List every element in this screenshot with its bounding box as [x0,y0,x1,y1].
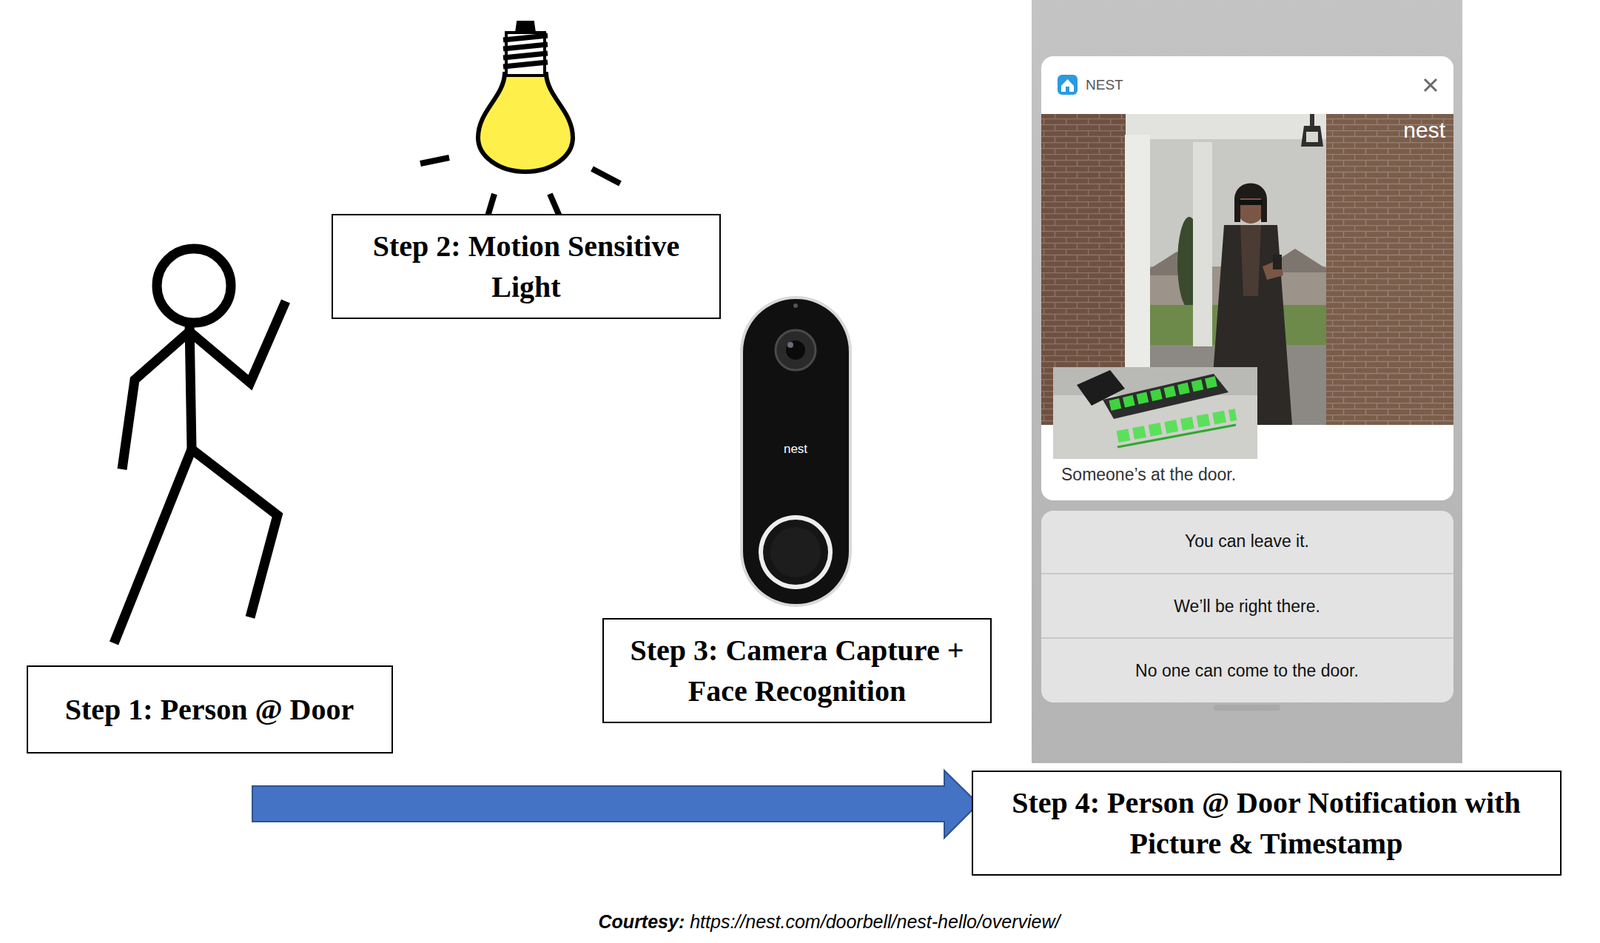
credit-line: Courtesy:https://nest.com/doorbell/nest-… [598,911,1066,933]
brand-logo: nest [783,441,808,457]
phone-screenshot-part [1061,79,1074,92]
doorbell-camera [740,296,852,607]
source-url: https://nest.com/doorbell/nest-hello/ove… [689,911,1060,933]
flow-arrow-part [252,770,979,838]
stick-figure-part [122,331,190,470]
timestamp-stamp-part [1110,380,1220,406]
process-box: Step 2: Motion Sensitive Light [331,213,721,319]
phone-screenshot-part [1041,510,1454,703]
light-bulb-part [516,22,535,33]
step-label: Step 4: Person @ Door Notification with … [990,782,1543,864]
watermark: nest [1403,117,1446,143]
timestamp-stamp-part [1117,424,1236,447]
doorstep-photo-part [1306,131,1319,143]
doorbell-camera-part [770,526,821,578]
light-bulb-part [420,157,621,217]
credit-label: Courtesy: [598,911,686,933]
stick-figure-part [189,301,286,383]
app-name: NEST [1085,76,1124,94]
phone-screenshot-part [1031,0,1463,763]
doorbell-camera-part [793,303,798,308]
doorstep-photo-part [1301,125,1324,147]
phone-screenshot-part [1057,74,1078,95]
timestamp-stamp-part [1053,367,1258,459]
reply-option: You can leave it. [1184,531,1310,552]
stick-figure-part [191,449,278,618]
flow-arrow [252,770,979,838]
timestamp-stamp-part [1117,414,1236,437]
phone-screenshot [1031,0,1463,763]
process-box: Step 4: Person @ Door Notification with … [971,770,1562,876]
phone-screenshot-part [1424,79,1437,92]
doorbell-camera-part [762,519,829,585]
stick-figure-part [113,449,192,644]
step-label: Step 3: Camera Capture + Face Recognitio… [618,629,976,712]
doorstep-photo-part [1192,142,1213,347]
doorstep-photo-part [1041,113,1454,425]
light-bulb [420,22,621,217]
doorbell-camera-part [740,296,852,607]
doorstep-photo-part [1234,183,1267,223]
notification-text: Someone’s at the door. [1061,464,1236,485]
phone-screenshot-part [1041,573,1454,638]
doorbell-camera-part [775,330,816,371]
doorbell-camera-part [758,515,833,590]
doorbell-camera-part [743,298,849,604]
phone-screenshot-part [1213,704,1281,711]
doorstep-photo-part [1309,113,1315,126]
doorbell-camera-part [785,340,806,360]
doorstep-photo-part [1238,199,1263,205]
reply-option: We’ll be right there. [1173,596,1321,617]
stick-figure [113,248,286,644]
reply-option: No one can come to the door. [1135,660,1359,681]
doorstep-photo-part [1272,254,1282,270]
doorbell-camera-part [787,341,794,348]
doorstep-photo-part [1240,224,1262,297]
light-bulb-part [478,74,573,172]
doorstep-photo [1041,113,1454,425]
timestamp-stamp [1053,367,1258,459]
stick-figure-part [156,248,231,323]
step-label: Step 1: Person @ Door [42,688,377,730]
step-label: Step 2: Motion Sensitive Light [344,225,708,308]
timestamp-stamp-part [1102,373,1229,419]
light-bulb-part [503,35,548,67]
process-box: Step 3: Camera Capture + Face Recognitio… [602,617,992,724]
stick-figure-part [189,322,192,450]
doorstep-photo-part [1326,113,1454,425]
phone-screenshot-part [1041,56,1454,501]
process-box: Step 1: Person @ Door [26,665,393,754]
phone-screenshot-part [1065,86,1070,92]
